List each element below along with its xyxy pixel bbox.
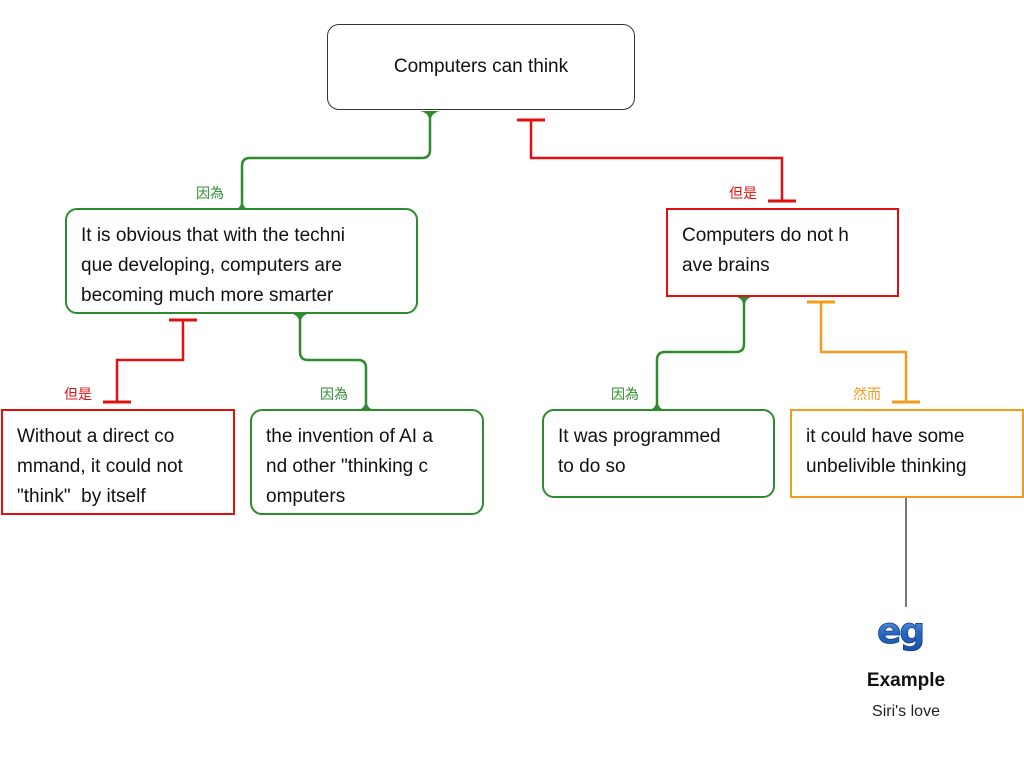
reason-main-line-3: becoming much more smarter (81, 285, 334, 306)
connector-objection-reason-right-end (647, 398, 667, 411)
reason-node-main[interactable]: It is obvious that with the techni que d… (65, 208, 418, 314)
objection-sub-line-1: Without a direct co (17, 426, 175, 447)
reason-sub-line-2: nd other "thinking c (266, 456, 429, 477)
label-because-right: 因為 (611, 386, 639, 402)
connector-objection-reason-right (655, 297, 746, 410)
label-but-sub: 但是 (64, 386, 92, 402)
reason-right-line-1: It was programmed (558, 426, 721, 447)
connector-reason-reason-sub-cap (290, 313, 310, 326)
reason-right-line-2: to do so (558, 456, 626, 477)
objection-node-main[interactable]: Computers do not h ave brains (666, 208, 899, 297)
objection-sub-line-2: mmand, it could not (17, 456, 183, 477)
label-because-sub: 因為 (320, 386, 348, 402)
reason-node-sub[interactable]: the invention of AI a nd other "thinking… (250, 409, 484, 515)
root-claim-text: Computers can think (393, 56, 569, 77)
label-but-root: 但是 (729, 185, 757, 201)
reason-main-line-1: It is obvious that with the techni (81, 225, 346, 246)
connector-objection-reason-right-cap (734, 296, 754, 309)
eg-icon: eg (877, 612, 926, 652)
rebuttal-line-2: unbelivible thinking (806, 456, 967, 477)
connector-reason-reason-sub (298, 314, 368, 410)
connector-objection-rebuttal (819, 302, 908, 402)
connector-root-reason (240, 112, 432, 210)
svg-text:eg: eg (877, 612, 923, 652)
connector-reason-reason-sub-end (356, 398, 376, 411)
connector-root-objection (529, 120, 784, 200)
connector-root-reason-end (232, 198, 252, 211)
reason-sub-line-3: omputers (266, 486, 346, 507)
reason-main-line-2: que developing, computers are (81, 255, 342, 276)
root-claim-node[interactable]: Computers can think (327, 24, 635, 110)
rebuttal-line-1: it could have some (806, 426, 965, 447)
objection-main-line-2: ave brains (682, 255, 770, 276)
objection-sub-line-3: "think" by itself (17, 486, 146, 507)
reason-sub-line-1: the invention of AI a (266, 426, 433, 447)
rebuttal-node[interactable]: it could have some unbelivible thinking (790, 409, 1024, 498)
objection-main-line-1: Computers do not h (682, 225, 849, 246)
objection-node-sub[interactable]: Without a direct co mmand, it could not … (1, 409, 235, 515)
connector-reason-objection-sub (115, 320, 185, 402)
example-text: Siri's love (872, 703, 940, 720)
reason-node-right[interactable]: It was programmed to do so (542, 409, 775, 498)
label-because-root: 因為 (196, 185, 224, 201)
label-however: 然而 (853, 386, 881, 402)
example-title: Example (866, 670, 946, 691)
connector-root-reason-cap (420, 111, 440, 124)
